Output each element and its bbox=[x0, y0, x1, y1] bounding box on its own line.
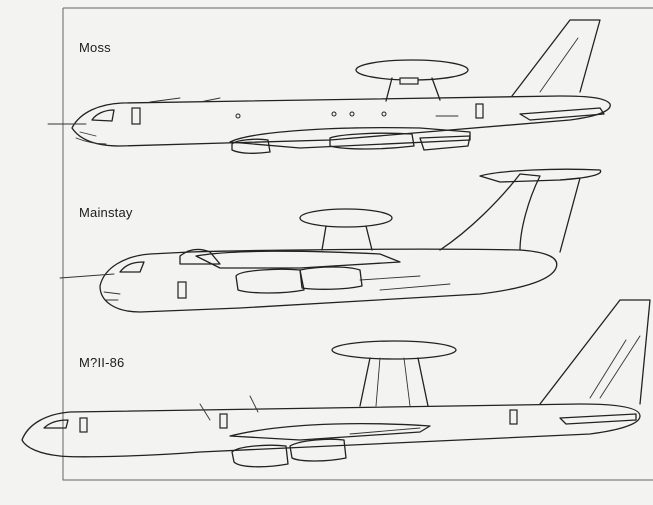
mil-86-pylon-inner bbox=[375, 357, 411, 407]
moss-tailplane bbox=[519, 107, 605, 121]
aircraft-mil-86-drawing bbox=[21, 299, 651, 468]
mil-86-door bbox=[509, 409, 518, 425]
aircraft-label-mil-86: M?II-86 bbox=[79, 355, 125, 370]
mil-86-engine-1 bbox=[231, 444, 289, 468]
mil-86-flap-line bbox=[349, 427, 421, 435]
mil-86-door bbox=[79, 417, 88, 433]
moss-window bbox=[381, 111, 387, 117]
moss-engine-2 bbox=[329, 132, 415, 150]
mainstay-radome bbox=[299, 208, 393, 228]
mainstay-engine-1 bbox=[235, 268, 305, 294]
moss-wing-tip bbox=[419, 135, 471, 151]
moss-fin-line bbox=[539, 37, 579, 93]
mil-86-engine-2 bbox=[289, 438, 347, 462]
moss-engine-1 bbox=[231, 138, 271, 154]
mainstay-wing-root bbox=[179, 248, 221, 265]
mil-86-door bbox=[219, 413, 228, 429]
moss-radome-window bbox=[399, 77, 419, 85]
moss-panel-lines bbox=[149, 97, 459, 117]
moss-window bbox=[331, 111, 337, 117]
moss-fuselage bbox=[71, 95, 611, 147]
mil-86-scratch-marks bbox=[199, 395, 259, 421]
mainstay-radome-pylons bbox=[321, 225, 373, 251]
mainstay-fin-edge bbox=[559, 177, 581, 253]
mil-86-wing bbox=[229, 422, 431, 441]
mil-86-fin-lines bbox=[589, 335, 641, 399]
mainstay-fuselage bbox=[99, 248, 558, 313]
moss-wing bbox=[229, 126, 471, 149]
mainstay-engine-2 bbox=[299, 266, 363, 290]
mainstay-wing bbox=[195, 250, 401, 269]
moss-cockpit bbox=[91, 109, 115, 122]
moss-tail-fin bbox=[511, 19, 601, 97]
mil-86-tail-fin bbox=[539, 299, 651, 405]
mainstay-door bbox=[177, 281, 187, 299]
mainstay-tail-fin bbox=[439, 173, 541, 251]
moss-window bbox=[235, 113, 241, 119]
mil-86-radome-pylons bbox=[359, 357, 429, 407]
mainstay-probe bbox=[59, 273, 115, 279]
mil-86-fuselage bbox=[21, 403, 641, 458]
mainstay-nose-detail bbox=[103, 291, 121, 301]
mil-86-tailplane bbox=[559, 413, 637, 425]
mil-86-radome bbox=[331, 340, 457, 360]
moss-radome-pylons bbox=[385, 77, 441, 102]
mainstay-panel-lines bbox=[359, 275, 451, 291]
moss-rear-door bbox=[475, 103, 484, 119]
moss-door bbox=[131, 107, 141, 125]
mil-86-cockpit bbox=[43, 419, 69, 429]
mainstay-cockpit bbox=[119, 261, 145, 273]
aircraft-mainstay-drawing bbox=[59, 168, 602, 313]
diagram-frame bbox=[62, 7, 653, 481]
moss-window bbox=[349, 111, 355, 117]
aircraft-label-mainstay: Mainstay bbox=[79, 205, 133, 220]
aircraft-label-moss: Moss bbox=[79, 40, 111, 55]
moss-nose-detail bbox=[75, 131, 107, 145]
moss-radome bbox=[355, 59, 469, 81]
aircraft-moss-drawing bbox=[47, 19, 611, 154]
